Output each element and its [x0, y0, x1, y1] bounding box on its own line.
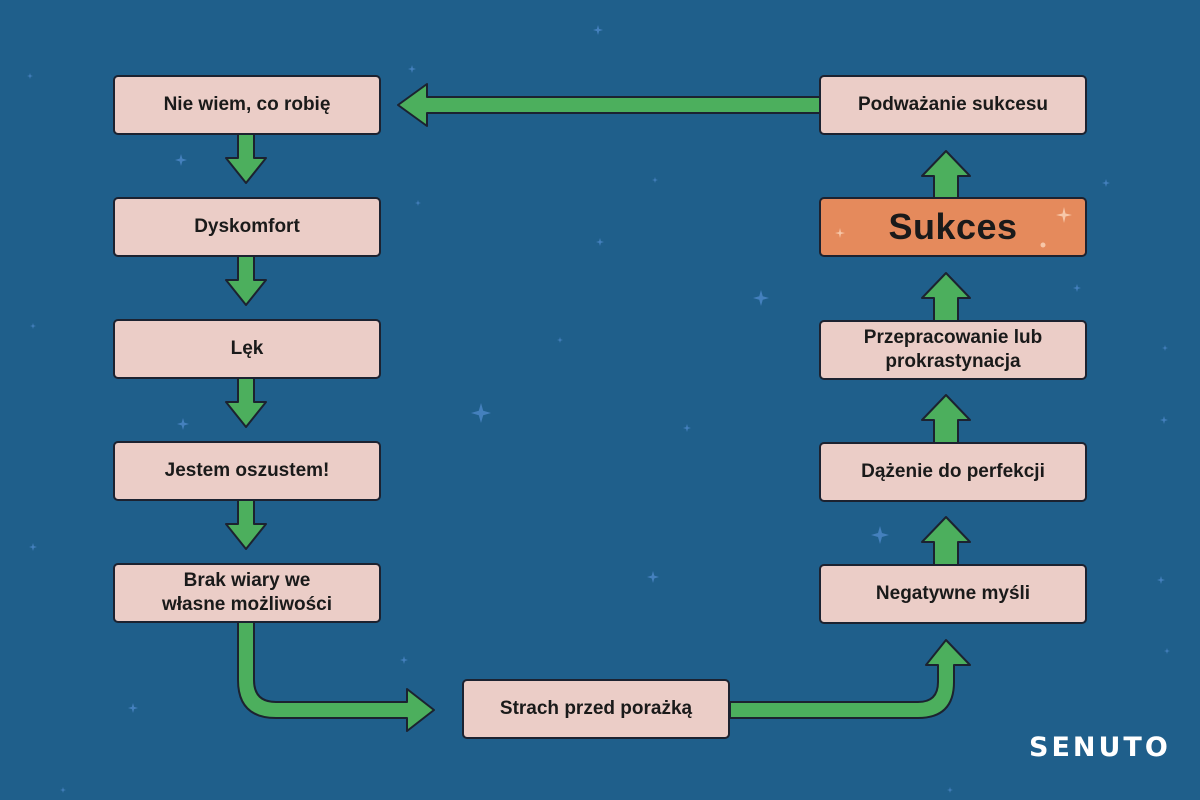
- arrow-oszust-to-brak-wiary: [225, 499, 267, 550]
- background-star: [557, 337, 563, 343]
- background-star: [27, 73, 33, 79]
- arrow-negatywne-to-dazenie: [921, 516, 971, 566]
- background-star: [471, 403, 491, 423]
- arrow-strach-to-negatywne: [729, 639, 971, 719]
- arrow-lek-to-oszust: [225, 377, 267, 428]
- background-star: [596, 238, 604, 246]
- background-star: [177, 418, 189, 430]
- node-brak-wiary: Brak wiary we własne możliwości: [113, 563, 381, 623]
- arrow-dazenie-to-przepracowanie: [921, 394, 971, 444]
- background-star: [683, 424, 691, 432]
- background-star: [29, 543, 37, 551]
- node-negatywne: Negatywne myśli: [819, 564, 1087, 624]
- background-star: [947, 787, 953, 793]
- arrow-brak-wiary-to-strach: [237, 621, 435, 732]
- brand-logo: SENUTO: [1029, 732, 1171, 763]
- background-star: [1164, 648, 1170, 654]
- background-star: [60, 787, 66, 793]
- arrow-nie-wiem-to-dyskomfort: [225, 133, 267, 184]
- arrow-przepracowanie-to-sukces: [921, 272, 971, 322]
- background-star: [1157, 576, 1165, 584]
- background-star: [30, 323, 36, 329]
- node-dyskomfort: Dyskomfort: [113, 197, 381, 257]
- background-star: [408, 65, 416, 73]
- background-star: [1073, 284, 1081, 292]
- arrow-sukces-to-podwazanie: [921, 150, 971, 200]
- node-jestem-oszustem: Jestem oszustem!: [113, 441, 381, 501]
- background-star: [1160, 416, 1168, 424]
- node-przepracowanie: Przepracowanie lub prokrastynacja: [819, 320, 1087, 380]
- node-dazenie: Dążenie do perfekcji: [819, 442, 1087, 502]
- node-nie-wiem: Nie wiem, co robię: [113, 75, 381, 135]
- background-star: [753, 290, 769, 306]
- node-sukces: Sukces: [819, 197, 1087, 257]
- background-star: [415, 200, 421, 206]
- background-star: [175, 154, 187, 166]
- background-star: [871, 526, 889, 544]
- node-lek: Lęk: [113, 319, 381, 379]
- arrow-dyskomfort-to-lek: [225, 255, 267, 306]
- arrow-podwazanie-to-nie-wiem: [397, 83, 823, 127]
- background-star: [1162, 345, 1168, 351]
- background-star: [647, 571, 659, 583]
- background-star: [652, 177, 658, 183]
- background-star: [593, 25, 603, 35]
- node-strach: Strach przed porażką: [462, 679, 730, 739]
- background-star: [1102, 179, 1110, 187]
- background-star: [128, 703, 138, 713]
- node-podwazanie: Podważanie sukcesu: [819, 75, 1087, 135]
- background-star: [400, 656, 408, 664]
- background-stars: [27, 25, 1170, 793]
